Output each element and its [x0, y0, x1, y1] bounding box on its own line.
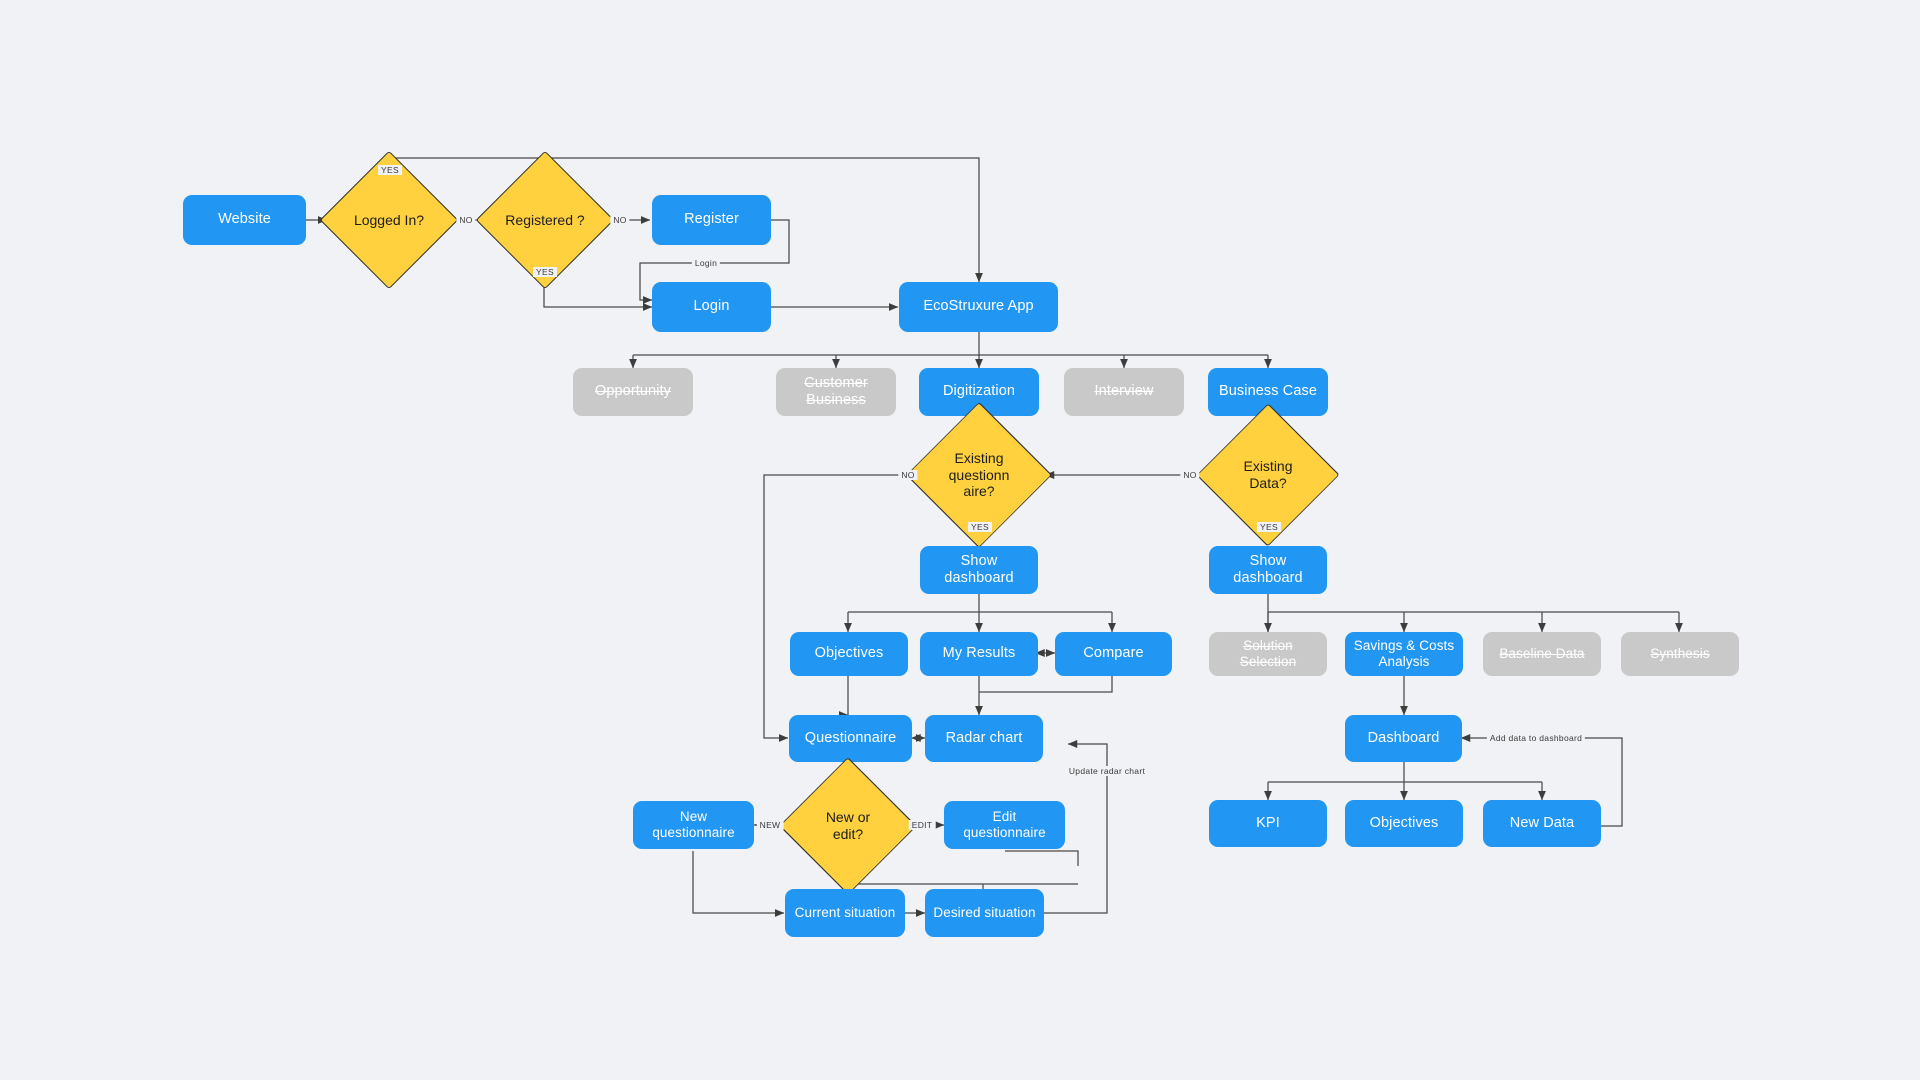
edge-label-existing-questionnaire-yes: YES — [968, 522, 992, 532]
node-kpi[interactable]: KPI — [1209, 800, 1327, 847]
node-synthesis-label: Synthesis — [1650, 646, 1710, 662]
node-my-results-label: My Results — [942, 645, 1016, 662]
node-show-dashboard-left[interactable]: Show dashboard — [920, 546, 1038, 594]
node-customer-business-label: Customer Business — [804, 374, 868, 408]
edge-label-registered-no: NO — [610, 215, 630, 225]
edge-label-existing-data-yes: YES — [1257, 522, 1281, 532]
node-savings-costs-analysis[interactable]: Savings & Costs Analysis — [1345, 632, 1463, 676]
node-interview[interactable]: Interview — [1064, 368, 1184, 416]
node-current-situation-label: Current situation — [794, 905, 896, 921]
node-login-label: Login — [693, 298, 730, 315]
node-desired-situation[interactable]: Desired situation — [925, 889, 1044, 937]
edge-label-new-or-edit-edit: EDIT — [908, 820, 936, 830]
node-login[interactable]: Login — [652, 282, 771, 332]
node-ecostruxure-app[interactable]: EcoStruxure App — [899, 282, 1058, 332]
node-objectives-right[interactable]: Objectives — [1345, 800, 1463, 847]
edge-label-update-radar-chart: Update radar chart — [1065, 766, 1149, 776]
node-new-data-label: New Data — [1509, 814, 1575, 831]
node-show-dashboard-right[interactable]: Show dashboard — [1209, 546, 1327, 594]
decision-existing-data[interactable]: Existing Data? — [1196, 403, 1340, 547]
node-baseline-data-label: Baseline Data — [1499, 646, 1585, 662]
node-register-label: Register — [684, 211, 739, 228]
edge-label-existing-data-no: NO — [1180, 470, 1200, 480]
edge-label-registered-yes: YES — [533, 267, 557, 277]
node-savings-costs-analysis-label: Savings & Costs Analysis — [1353, 638, 1455, 669]
node-website-label: Website — [218, 211, 271, 228]
node-opportunity-label: Opportunity — [594, 383, 672, 400]
node-dashboard[interactable]: Dashboard — [1345, 715, 1462, 762]
node-ecostruxure-app-label: EcoStruxure App — [923, 298, 1034, 315]
node-new-questionnaire[interactable]: New questionnaire — [633, 801, 754, 849]
edge-label-new-or-edit-new: NEW — [756, 820, 784, 830]
node-website[interactable]: Website — [183, 195, 306, 245]
node-compare-label: Compare — [1083, 645, 1144, 662]
edge-label-logged-in-no: NO — [456, 215, 476, 225]
node-my-results[interactable]: My Results — [920, 632, 1038, 676]
node-questionnaire-label: Questionnaire — [804, 729, 897, 746]
decision-new-or-edit[interactable]: New or edit? — [779, 757, 917, 895]
node-new-data[interactable]: New Data — [1483, 800, 1601, 847]
node-digitization-label: Digitization — [942, 383, 1016, 400]
edge-label-existing-questionnaire-no: NO — [898, 470, 918, 480]
node-desired-situation-label: Desired situation — [933, 905, 1036, 921]
node-questionnaire[interactable]: Questionnaire — [789, 715, 912, 762]
node-interview-label: Interview — [1094, 383, 1154, 400]
node-digitization[interactable]: Digitization — [919, 368, 1039, 416]
node-show-dashboard-left-label: Show dashboard — [944, 552, 1014, 586]
edge-label-add-data-to-dashboard: Add data to dashboard — [1486, 733, 1586, 743]
node-objectives-label: Objectives — [814, 645, 884, 662]
node-compare[interactable]: Compare — [1055, 632, 1172, 676]
node-show-dashboard-right-label: Show dashboard — [1233, 552, 1303, 586]
node-dashboard-label: Dashboard — [1367, 729, 1440, 746]
node-edit-questionnaire-label: Edit questionnaire — [963, 809, 1046, 840]
decision-new-or-edit-label: New or edit? — [825, 809, 871, 842]
node-synthesis[interactable]: Synthesis — [1621, 632, 1739, 676]
node-baseline-data[interactable]: Baseline Data — [1483, 632, 1601, 676]
node-objectives-right-label: Objectives — [1369, 814, 1439, 831]
node-edit-questionnaire[interactable]: Edit questionnaire — [944, 801, 1065, 849]
node-kpi-label: KPI — [1256, 814, 1280, 831]
node-solution-selection-label: Solution Selection — [1239, 638, 1297, 669]
node-solution-selection[interactable]: Solution Selection — [1209, 632, 1327, 676]
decision-existing-data-label: Existing Data? — [1243, 458, 1293, 491]
node-business-case[interactable]: Business Case — [1208, 368, 1328, 416]
decision-registered-label: Registered ? — [505, 211, 585, 228]
decision-existing-questionnaire[interactable]: Existing questionn aire? — [906, 402, 1052, 548]
node-radar-chart[interactable]: Radar chart — [925, 715, 1043, 762]
decision-logged-in-label: Logged In? — [353, 211, 425, 228]
node-new-questionnaire-label: New questionnaire — [652, 809, 735, 840]
decision-logged-in[interactable]: Logged In? — [319, 150, 459, 290]
decision-registered[interactable]: Registered ? — [475, 150, 615, 290]
node-current-situation[interactable]: Current situation — [785, 889, 905, 937]
node-objectives[interactable]: Objectives — [790, 632, 908, 676]
decision-existing-questionnaire-label: Existing questionn aire? — [948, 449, 1010, 500]
node-opportunity[interactable]: Opportunity — [573, 368, 693, 416]
node-register[interactable]: Register — [652, 195, 771, 245]
node-radar-chart-label: Radar chart — [945, 729, 1023, 746]
node-customer-business[interactable]: Customer Business — [776, 368, 896, 416]
node-business-case-label: Business Case — [1218, 383, 1317, 400]
edge-label-register-login: Login — [691, 258, 721, 268]
edge-label-logged-in-yes: YES — [378, 165, 402, 175]
